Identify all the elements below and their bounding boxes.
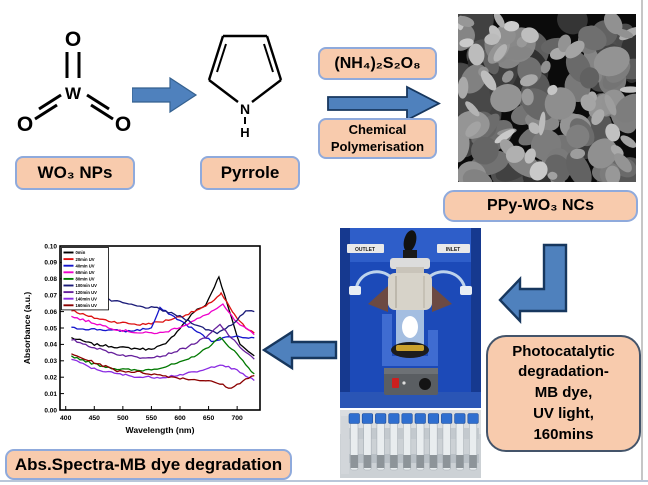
svg-text:450: 450 <box>89 415 101 422</box>
atom-w: W <box>65 84 82 103</box>
svg-text:40min UV: 40min UV <box>76 263 95 268</box>
svg-text:Wavelength (nm): Wavelength (nm) <box>126 425 195 435</box>
page-border-right <box>641 0 643 482</box>
svg-text:140min UV: 140min UV <box>76 296 98 301</box>
svg-text:80min UV: 80min UV <box>76 277 95 282</box>
oxidant-label-box: (NH₄)₂S₂O₈ <box>318 47 437 80</box>
photocatalysis-line-4: UV light, <box>533 404 594 422</box>
reactor-outlet-label: OUTLET <box>355 247 375 253</box>
oxidant-label: (NH₄)₂S₂O₈ <box>334 54 421 72</box>
svg-text:0.03: 0.03 <box>44 358 57 365</box>
atom-o-left: O <box>17 113 33 136</box>
result-arrow <box>262 329 338 371</box>
ppy-wo3-label: PPy-WO₃ NCs <box>487 197 594 214</box>
pyrrole-label-box: Pyrrole <box>200 156 300 190</box>
svg-text:400: 400 <box>60 415 72 422</box>
atom-o-right: O <box>115 113 131 136</box>
atom-n: N <box>240 101 250 117</box>
svg-text:0.00: 0.00 <box>44 407 57 414</box>
svg-text:0.06: 0.06 <box>44 309 57 316</box>
page-border-bottom <box>0 480 648 482</box>
photocatalysis-line-5: 160mins <box>533 425 594 443</box>
photocatalysis-line-1: Photocatalytic <box>512 342 615 360</box>
svg-text:0.02: 0.02 <box>44 375 57 382</box>
photocatalysis-line-3: MB dye, <box>534 384 593 402</box>
wo3-nps-label: WO₃ NPs <box>37 163 113 182</box>
wo3-nps-label-box: WO₃ NPs <box>15 156 135 190</box>
svg-text:600: 600 <box>174 415 186 422</box>
pyrrole-structure: N H <box>207 34 283 140</box>
svg-text:120min UV: 120min UV <box>76 290 98 295</box>
svg-text:700: 700 <box>231 415 243 422</box>
reaction-arrow-1 <box>132 76 198 114</box>
reactor-photo: OUTLET INLET <box>340 228 481 408</box>
svg-text:160min UV: 160min UV <box>76 303 98 308</box>
svg-text:20min UV: 20min UV <box>76 257 95 262</box>
svg-text:0.04: 0.04 <box>44 342 57 349</box>
sem-image <box>458 14 636 182</box>
svg-text:0.05: 0.05 <box>44 325 57 332</box>
polymerisation-label: Chemical Polymerisation <box>330 122 425 154</box>
svg-text:650: 650 <box>203 415 215 422</box>
svg-text:Absorbance (a.u.): Absorbance (a.u.) <box>22 292 32 365</box>
svg-text:60min UV: 60min UV <box>76 270 95 275</box>
svg-text:0.01: 0.01 <box>44 391 57 398</box>
polymerisation-label-box: Chemical Polymerisation <box>318 118 437 159</box>
svg-text:0.08: 0.08 <box>44 276 57 283</box>
test-tubes-photo <box>340 410 481 478</box>
elbow-arrow <box>498 243 568 324</box>
reactor-inlet-label: INLET <box>446 247 460 253</box>
wo3-structure: O W O O <box>17 28 131 136</box>
reaction-arrow-2 <box>327 85 441 122</box>
svg-text:0min: 0min <box>76 250 86 255</box>
svg-text:500: 500 <box>117 415 129 422</box>
spectra-label: Abs.Spectra-MB dye degradation <box>14 454 283 474</box>
atom-o-top: O <box>65 28 81 51</box>
ppy-wo3-label-box: PPy-WO₃ NCs <box>443 190 638 222</box>
spectra-label-box: Abs.Spectra-MB dye degradation <box>5 449 292 480</box>
svg-text:0.09: 0.09 <box>44 260 57 267</box>
svg-text:0.07: 0.07 <box>44 293 57 300</box>
pyrrole-label: Pyrrole <box>220 163 280 182</box>
svg-text:0.10: 0.10 <box>44 243 57 250</box>
photocatalysis-line-2: degradation- <box>518 363 609 381</box>
absorbance-chart: 400 450 500 550 600 650 700 0.00 0.01 0.02 0.03 0.0… <box>20 230 268 442</box>
photocatalysis-box: Photocatalytic degradation- MB dye, UV l… <box>486 335 641 452</box>
svg-text:100min UV: 100min UV <box>76 283 98 288</box>
atom-h: H <box>240 125 249 140</box>
svg-text:550: 550 <box>146 415 158 422</box>
